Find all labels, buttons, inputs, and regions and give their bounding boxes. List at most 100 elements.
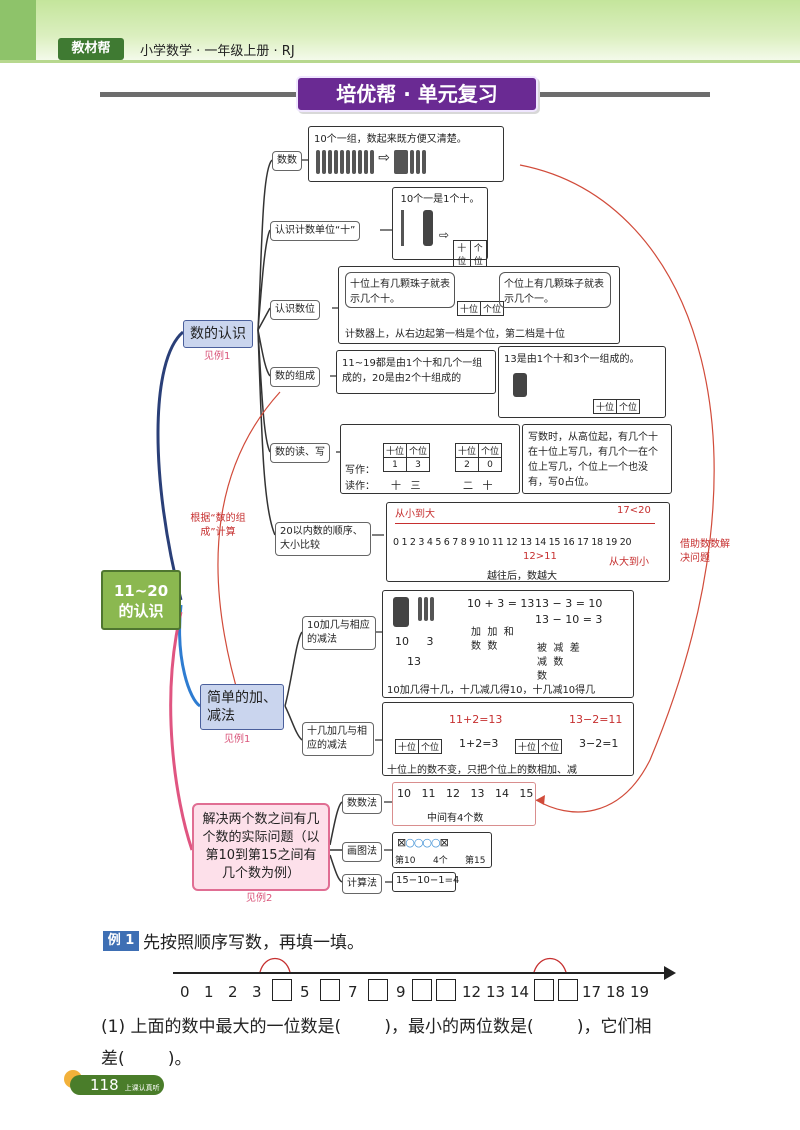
number-line-hops xyxy=(259,957,567,973)
label-ten-plus: 10加几与相应的减法 xyxy=(302,616,376,650)
order-bottom-note: 越往后，数越大 xyxy=(487,571,557,582)
order-compare-1: 17<20 xyxy=(617,505,651,516)
page-tag: 上课认真听 下课练习题 xyxy=(90,1084,160,1115)
nl-19: 19 xyxy=(630,983,650,1001)
box-calc-method: 15−10−1=4 xyxy=(392,872,459,892)
node-between-problem: 解决两个数之间有几个数的实际问题（以第10到第15之间有几个数为例） xyxy=(192,803,330,891)
order-up-label: 从小到大 xyxy=(395,509,435,520)
order-compare-2: 12>11 xyxy=(523,551,557,562)
label-composition: 数的组成 xyxy=(270,367,320,387)
split-total: 13 xyxy=(407,655,421,668)
box-order: 从小到大 17<20 0 1 2 3 4 5 6 7 8 9 10 11 12 … xyxy=(386,502,670,582)
blank-16[interactable] xyxy=(558,979,578,1001)
question-1-line-2: 差( )。 xyxy=(101,1049,192,1069)
teen-table-1: 十位个位 xyxy=(394,739,443,754)
label-unit-ten: 认识计数单位“十” xyxy=(270,221,361,241)
composition-table: 十位个位 xyxy=(592,399,641,414)
equation-add-terms: 加 加 和 xyxy=(471,627,514,638)
label-read-write: 数的读、写 xyxy=(270,443,330,463)
nl-3: 3 xyxy=(252,983,262,1001)
label-count-method: 数数法 xyxy=(342,794,382,814)
equation-sub-2: 13 − 10 = 3 xyxy=(535,613,603,626)
brand-badge: 教材帮 xyxy=(58,38,124,60)
digit-right-note: 个位上有几颗珠子就表示几个一。 xyxy=(499,272,611,308)
sticks-illustration: ⇨ xyxy=(309,148,503,179)
equation-sub-1: 13 − 3 = 10 xyxy=(535,597,603,610)
order-down-label: 从大到小 xyxy=(609,557,649,568)
nl-5: 5 xyxy=(300,983,310,1001)
box-counting: 10个一组，数起来既方便又清楚。 ⇨ xyxy=(308,126,504,182)
digit-place-table: 十位个位 xyxy=(456,301,505,316)
box-composition-right: 13是由1个十和3个一组成的。 十位个位 xyxy=(498,346,666,418)
ref-example-2b: 见例2 xyxy=(246,893,273,904)
count-method-numbers: 10 11 12 13 14 15 xyxy=(397,787,534,800)
page-title: 培优帮 · 单元复习 xyxy=(296,76,538,112)
draw-mid: 4个 xyxy=(433,856,448,866)
box-ten-plus: 10 3 13 10 + 3 = 13 加 加 和 数 数 13 − 3 = 1… xyxy=(382,590,634,698)
box-digit-place: 十位上有几颗珠子就表示几个十。 十位个位 个位上有几颗珠子就表示几个一。 计数器… xyxy=(338,266,620,344)
note-composition-calc: 根据“数的组成”计算 xyxy=(190,513,246,538)
read-13: 十 三 xyxy=(391,481,421,492)
ten-plus-rule: 10加几得十几，十几减几得10，十几减10得几 xyxy=(387,685,596,696)
nl-18: 18 xyxy=(606,983,626,1001)
equation-add-terms-2: 数 数 xyxy=(471,641,498,652)
box-teen-plus: 十位个位 11+2=13 1+2=3 十位个位 13−2=11 3−2=1 十位… xyxy=(382,702,634,776)
nl-12: 12 xyxy=(462,983,482,1001)
example-tag: 例 1 xyxy=(103,931,139,951)
teen-plus-rule: 十位上的数不变，只把个位上的数相加、减 xyxy=(387,765,577,776)
circles-row: ⊠○○○○⊠ xyxy=(397,836,449,849)
mindmap-connectors xyxy=(156,159,715,883)
label-digit-place: 认识数位 xyxy=(270,300,320,320)
abacus-beads xyxy=(423,210,433,246)
blank-15[interactable] xyxy=(534,979,554,1001)
nl-0: 0 xyxy=(180,983,190,1001)
header-band xyxy=(0,0,800,60)
nl-1: 1 xyxy=(204,983,214,1001)
blank-11[interactable] xyxy=(436,979,456,1001)
mindmap-root: 11~20 的认识 xyxy=(101,570,181,630)
ref-example-2a: 见例1 xyxy=(224,734,251,745)
label-order: 20以内数的顺序、大小比较 xyxy=(275,522,371,556)
number-line-arrow xyxy=(664,966,676,980)
box-unit-ten: 10个一是1个十。 ⇨ 十位个位 xyxy=(392,187,488,268)
blank-10[interactable] xyxy=(412,979,432,1001)
teen-table-2: 十位个位 xyxy=(514,739,563,754)
equation-sub-terms-3: 数 xyxy=(537,671,547,682)
book-title: 小学数学 · 一年级上册 · RJ xyxy=(140,44,295,59)
draw-left: 第10 xyxy=(395,856,416,866)
read-label: 读作： xyxy=(345,481,375,492)
blank-8[interactable] xyxy=(368,979,388,1001)
read-20: 二 十 xyxy=(463,481,493,492)
blank-6[interactable] xyxy=(320,979,340,1001)
number-line xyxy=(173,972,669,974)
nl-2: 2 xyxy=(228,983,238,1001)
teen-eq-3: 13−2=11 xyxy=(569,713,623,726)
page-curl-decoration xyxy=(0,0,36,60)
stick-bundle xyxy=(513,373,527,397)
ref-example: 见例1 xyxy=(204,351,231,362)
node-number-recognition: 数的认识 xyxy=(183,320,253,348)
nl-13: 13 xyxy=(486,983,506,1001)
header-divider xyxy=(0,60,800,63)
node-add-subtract: 简单的加、减法 xyxy=(200,684,284,730)
teen-eq-4: 3−2=1 xyxy=(579,737,619,750)
equation-sub-terms-2: 减 数 xyxy=(537,657,564,668)
blank-4[interactable] xyxy=(272,979,292,1001)
split-numbers: 10 3 xyxy=(395,635,434,648)
read-write-note: 写数时，从高位起，有几个十在十位上写几，有几个一在个位上写几，个位上一个也没有，… xyxy=(522,424,672,494)
box-draw-method: ⊠○○○○⊠ 第10 4个 第15 xyxy=(392,832,492,868)
digit-left-note: 十位上有几颗珠子就表示几个十。 xyxy=(345,272,455,308)
draw-right: 第15 xyxy=(465,856,486,866)
box-composition-left: 11~19都是由1个十和几个一组成的，20是由2个十组成的 xyxy=(336,350,496,394)
example-instruction: 先按照顺序写数，再填一填。 xyxy=(143,933,364,953)
unit-ten-text: 10个一是1个十。 xyxy=(400,194,480,205)
nl-17: 17 xyxy=(582,983,602,1001)
label-teen-plus: 十几加几与相应的减法 xyxy=(302,722,374,756)
nl-14: 14 xyxy=(510,983,530,1001)
teen-eq-1: 11+2=13 xyxy=(449,713,503,726)
counting-text: 10个一组，数起来既方便又清楚。 xyxy=(314,134,467,145)
place-value-table: 十位个位 xyxy=(453,240,487,268)
